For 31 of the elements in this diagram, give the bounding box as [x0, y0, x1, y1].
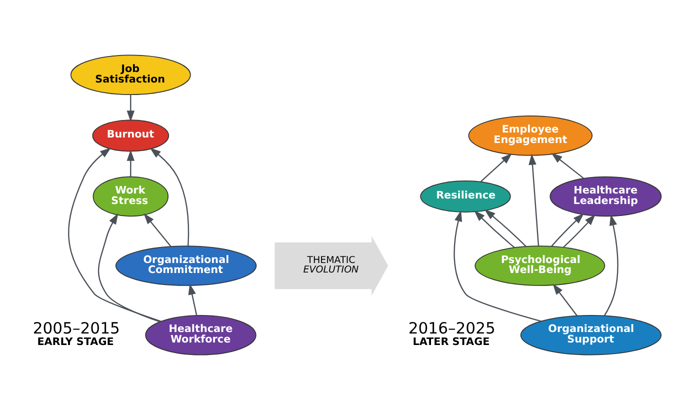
node-ellipse: Employee Engagement — [468, 116, 593, 156]
arrow — [126, 94, 135, 122]
arrow — [126, 150, 135, 177]
arrow — [550, 213, 584, 247]
node-ellipse: Work Stress — [92, 176, 169, 217]
arrow — [552, 284, 578, 316]
arrow — [150, 148, 190, 246]
arrow — [480, 153, 512, 182]
arrow — [188, 284, 198, 316]
arrow — [144, 213, 172, 247]
node-ellipse: Healthcare Workforce — [145, 314, 256, 356]
arrow — [98, 213, 160, 322]
label: EARLY STAGE — [37, 336, 114, 348]
label: LATER STAGE — [412, 336, 490, 348]
arrow — [563, 214, 596, 248]
arrow — [454, 210, 542, 322]
arrow — [68, 148, 162, 322]
node-ellipse: Psychological Well-Being — [474, 246, 606, 286]
node-ellipse: Healthcare Leadership — [550, 176, 662, 217]
arrow — [474, 210, 515, 248]
arrow — [484, 209, 526, 247]
node-ellipse: Burnout — [92, 120, 170, 152]
node-ellipse: Resilience — [420, 180, 511, 212]
label: 2005–2015 — [32, 320, 120, 338]
arrow — [551, 152, 584, 179]
node-ellipse: Job Satisfaction — [70, 54, 191, 96]
node-ellipse: Organizational Support — [520, 314, 662, 356]
label: 2016–2025 — [408, 320, 496, 338]
arrow — [528, 154, 540, 246]
node-ellipse: Organizational Commitment — [115, 246, 257, 286]
arrow — [604, 214, 618, 316]
